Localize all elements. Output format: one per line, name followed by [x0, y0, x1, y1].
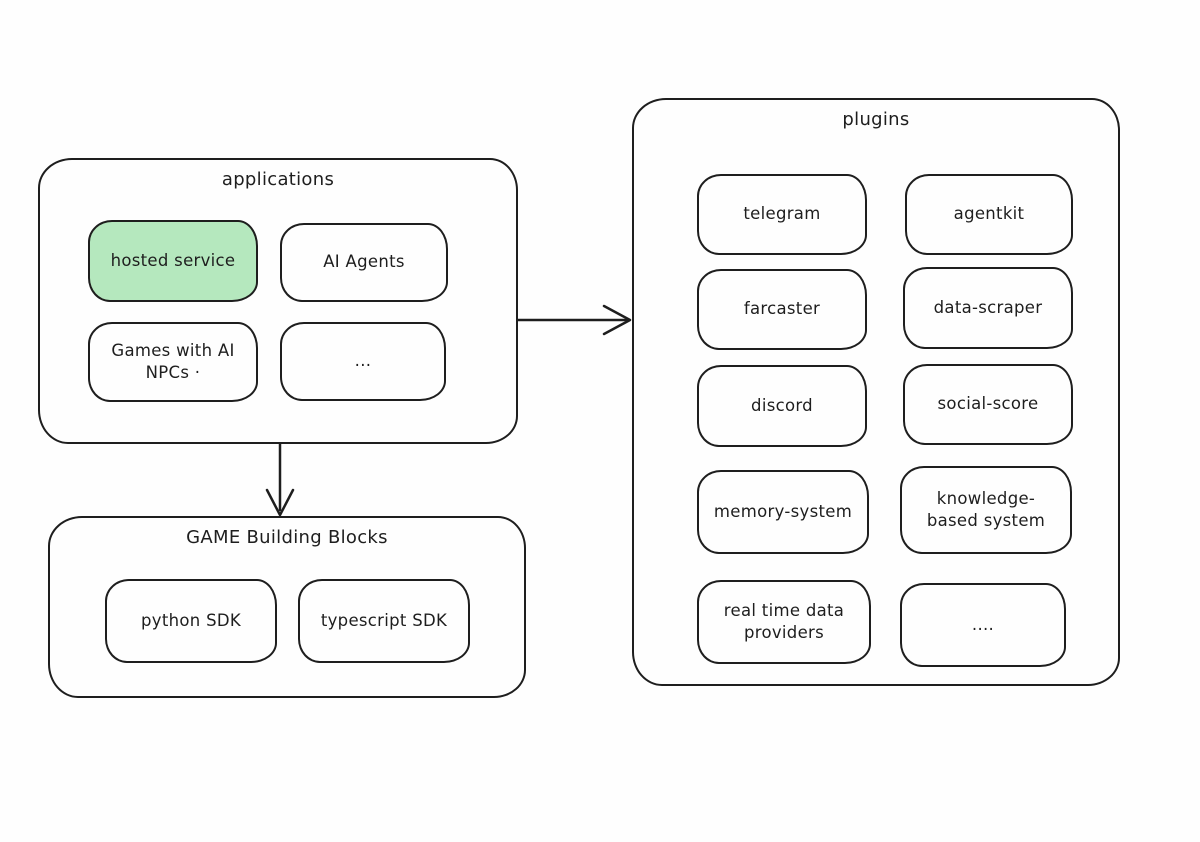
- node-ai-agents: AI Agents: [280, 223, 448, 302]
- node-social-score: social-score: [903, 364, 1073, 445]
- node-label: Games with AI NPCs ·: [111, 340, 235, 382]
- node-label: agentkit: [953, 204, 1025, 224]
- node-label: real time data providers: [723, 600, 845, 642]
- node-telegram: telegram: [697, 174, 867, 255]
- plugins-title: plugins: [842, 109, 910, 130]
- node-label: knowledge- based system: [926, 488, 1046, 530]
- arrow-applications-to-building-blocks: [265, 442, 295, 517]
- node-typescript-sdk: typescript SDK: [298, 579, 470, 663]
- node-label: social-score: [937, 394, 1039, 414]
- node-memory-system: memory-system: [697, 470, 869, 554]
- node-plugins-ellipsis: ....: [900, 583, 1066, 667]
- node-discord: discord: [697, 365, 867, 447]
- node-applications-ellipsis: ...: [280, 322, 446, 401]
- node-label: python SDK: [141, 610, 241, 630]
- node-agentkit: agentkit: [905, 174, 1073, 255]
- applications-title: applications: [221, 169, 335, 190]
- node-knowledge-based-system: knowledge- based system: [900, 466, 1072, 554]
- game-building-blocks-title: GAME Building Blocks: [186, 527, 388, 548]
- node-farcaster: farcaster: [697, 269, 867, 350]
- node-label: AI Agents: [323, 252, 405, 272]
- node-hosted-service: hosted service: [88, 220, 258, 302]
- node-real-time-data-providers: real time data providers: [697, 580, 871, 664]
- node-label: hosted service: [110, 250, 236, 270]
- node-label: farcaster: [743, 299, 821, 319]
- node-label: ...: [354, 351, 372, 371]
- node-label: ....: [971, 614, 995, 634]
- arrow-applications-to-plugins: [516, 304, 632, 336]
- node-label: data-scraper: [933, 297, 1043, 317]
- node-label: telegram: [743, 204, 821, 224]
- node-data-scraper: data-scraper: [903, 267, 1073, 349]
- node-python-sdk: python SDK: [105, 579, 277, 663]
- node-games-with-ai-npcs: Games with AI NPCs ·: [88, 322, 258, 402]
- node-label: typescript SDK: [320, 610, 448, 630]
- node-label: discord: [751, 395, 813, 415]
- node-label: memory-system: [713, 501, 853, 521]
